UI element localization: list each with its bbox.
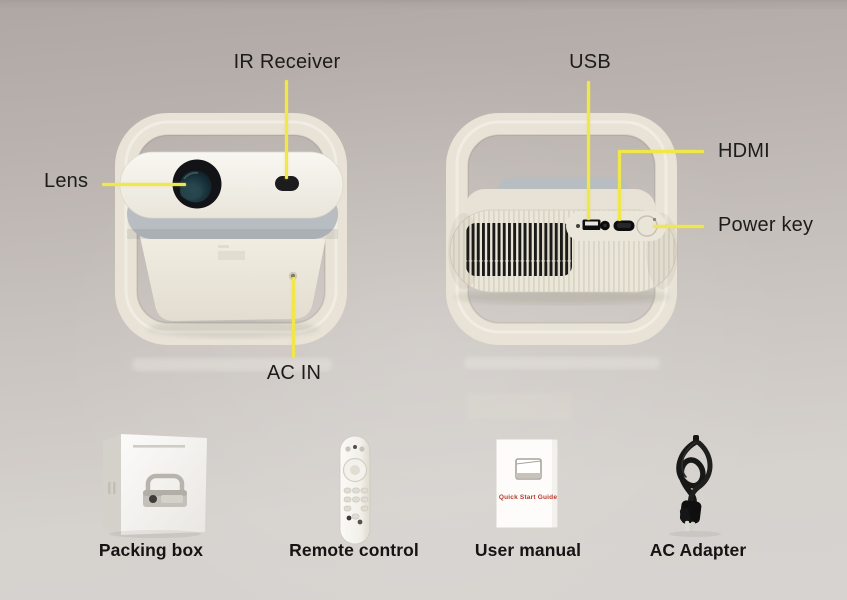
body-shadow <box>454 290 670 304</box>
callout-line-hdmi-vertical <box>618 150 621 221</box>
fabric-band-shade <box>127 229 338 239</box>
background-band <box>0 0 847 9</box>
projector-front-face <box>139 232 327 321</box>
body-shadow <box>147 320 319 338</box>
remote-control-illustration <box>339 435 371 545</box>
callout-line-lens <box>102 183 186 186</box>
floor-reflection <box>132 358 332 371</box>
manual-page-edge <box>552 439 558 528</box>
box-side-mark <box>108 482 111 494</box>
label-ac-in: AC IN <box>266 362 322 384</box>
manual-projector-drawing <box>515 458 542 480</box>
callout-line-usb <box>587 81 590 220</box>
front-face-markings <box>218 245 245 260</box>
ir-receiver-window <box>275 176 299 191</box>
callout-line-ac-in <box>292 277 295 358</box>
caption-packing-box: Packing box <box>98 540 204 560</box>
label-power-key: Power key <box>718 214 814 236</box>
label-ir-receiver: IR Receiver <box>233 51 341 73</box>
caption-ac-adapter: AC Adapter <box>649 540 747 560</box>
adapter-shadow <box>669 531 721 537</box>
vent-grille <box>466 223 572 276</box>
callout-line-ir-receiver <box>285 80 288 179</box>
caption-user-manual: User manual <box>474 540 582 560</box>
power-cable <box>676 435 713 508</box>
lens <box>172 159 222 209</box>
box-printed-projector <box>143 473 187 507</box>
vent-reflection <box>467 393 571 419</box>
box-side-panel <box>103 434 121 535</box>
box-front-panel <box>121 434 207 535</box>
caption-remote-control: Remote control <box>289 540 419 560</box>
box-shadow <box>109 530 201 538</box>
manual-cover-title: Quick Start Guide <box>498 494 558 501</box>
manual-page <box>495 438 559 529</box>
label-lens: Lens <box>44 170 89 192</box>
reset-hole <box>576 224 580 228</box>
audio-jack <box>600 220 610 231</box>
callout-line-hdmi-horizontal <box>618 150 704 153</box>
left-projector-illustration <box>115 113 347 371</box>
remote-top-buttons <box>345 445 365 452</box>
right-projector-illustration <box>446 113 678 419</box>
box-side-mark <box>113 482 116 494</box>
callout-line-power-key <box>653 225 704 228</box>
user-manual-illustration: Quick Start Guide <box>494 437 562 531</box>
usb-port <box>582 219 601 230</box>
floor-reflection <box>464 357 660 369</box>
hdmi-port <box>613 220 635 231</box>
packing-box-illustration <box>103 434 207 538</box>
ac-adapter-illustration <box>669 435 721 537</box>
label-usb: USB <box>569 51 611 73</box>
remote-button-grid <box>343 487 369 512</box>
power-plug <box>679 500 702 533</box>
remote-dpad <box>342 457 368 483</box>
remote-lower-buttons <box>346 513 363 525</box>
box-title-line <box>133 445 185 448</box>
label-hdmi: HDMI <box>718 140 770 162</box>
